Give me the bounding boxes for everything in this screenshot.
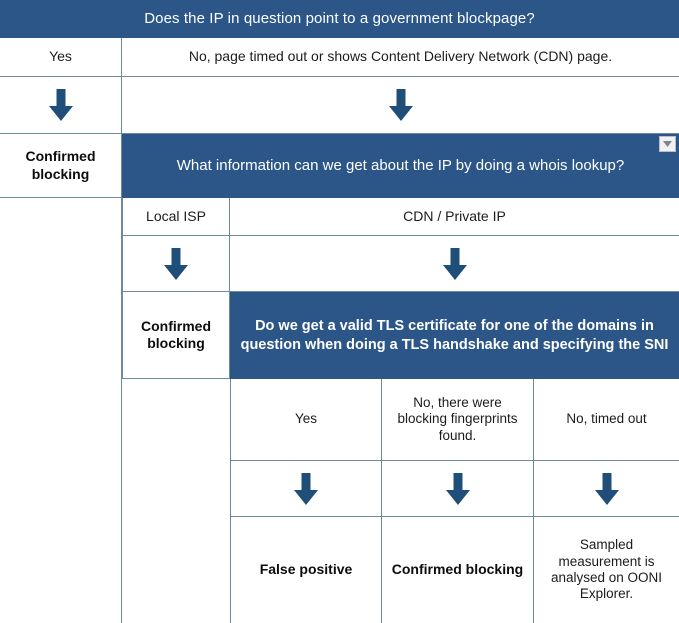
level1-verdict-confirmed-blocking: Confirmed blocking: [0, 134, 122, 198]
down-arrow-icon: [388, 89, 413, 121]
level1-verdict-label: Confirmed blocking: [25, 148, 96, 182]
level1-answer-no: No, page timed out or shows Content Deli…: [122, 38, 679, 77]
level3-answer-0: Yes: [230, 379, 382, 461]
column-divider-left: [121, 198, 122, 623]
down-arrow-icon: [164, 247, 188, 280]
level3-verdict-2: Sampled measurement is analysed on OONI …: [550, 537, 663, 602]
level1-answer-yes: Yes: [0, 38, 122, 77]
chevron-down-glyph: [663, 141, 672, 147]
level3-arrow-1-cell: [382, 461, 534, 517]
level1-question-header: Does the IP in question point to a gover…: [0, 0, 679, 38]
level3-verdict-1: Confirmed blocking: [382, 517, 534, 623]
level3-question-header: Do we get a valid TLS certificate for on…: [230, 292, 679, 379]
down-arrow-icon: [594, 472, 619, 505]
level2-verdict-label: Confirmed blocking: [141, 317, 211, 351]
level3-arrow-2-cell: [534, 461, 679, 517]
level2-verdict-confirmed-blocking: Confirmed blocking: [122, 292, 230, 379]
level2-question-header: What information can we get about the IP…: [122, 134, 679, 198]
down-arrow-icon: [445, 472, 470, 505]
down-arrow-icon: [442, 247, 467, 280]
level2-arrow-cdn-cell: [230, 236, 679, 292]
level1-arrow-yes-cell: [0, 77, 122, 134]
down-arrow-icon: [294, 472, 318, 505]
level3-verdict-0: False positive: [230, 517, 382, 623]
level3-verdict-1-label: Confirmed blocking: [391, 561, 524, 578]
level2-answer-local-isp: Local ISP: [122, 198, 230, 236]
level3-verdict-0-label: False positive: [259, 561, 353, 578]
chevron-down-icon[interactable]: [659, 136, 676, 152]
level2-answer-cdn: CDN / Private IP: [230, 198, 679, 236]
level1-arrow-no-cell: [122, 77, 679, 134]
level2-arrow-local-isp-cell: [122, 236, 230, 292]
level3-answer-1: No, there were blocking fingerprints fou…: [382, 379, 534, 461]
level3-arrow-0-cell: [230, 461, 382, 517]
level3-answer-2: No, timed out: [534, 379, 679, 461]
down-arrow-icon: [48, 89, 73, 121]
